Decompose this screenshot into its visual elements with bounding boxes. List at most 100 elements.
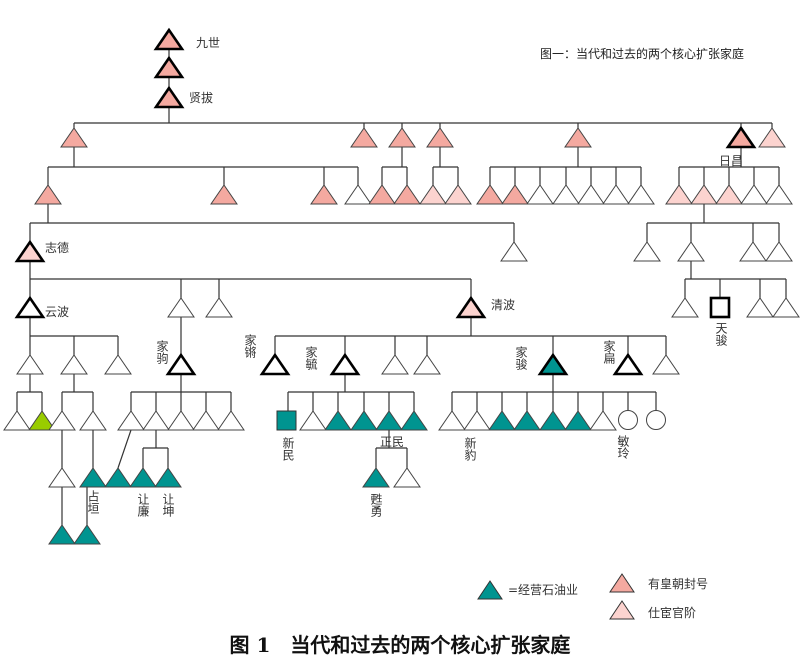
label-jiaju: 家驹	[155, 339, 169, 365]
male-node-icon	[324, 410, 352, 431]
label-jiaqiang: 家锵	[243, 333, 257, 358]
male-node-icon	[48, 410, 76, 431]
male-node-icon	[362, 467, 390, 488]
label-qingbo: 清波	[491, 298, 515, 312]
male-node-icon	[740, 184, 768, 205]
label-minling: 敏玲	[616, 434, 630, 460]
male-node-icon	[765, 241, 793, 262]
legend-imperial-triangle	[609, 573, 635, 593]
label-jiabian: 家扁	[602, 339, 616, 364]
male-node-icon	[501, 184, 529, 205]
male-node-icon	[564, 127, 592, 148]
figure-caption: 图 1 当代和过去的两个核心扩张家庭	[230, 633, 571, 657]
label-rangkun: 让坤	[161, 493, 175, 517]
male-node-icon	[368, 184, 396, 205]
male-node-icon	[715, 184, 743, 205]
legend-oil-label: =经营石油业	[508, 583, 578, 597]
male-node-icon	[165, 352, 197, 376]
male-node-icon	[539, 410, 567, 431]
male-node-icon	[79, 410, 107, 431]
male-node-icon	[739, 241, 767, 262]
male-node-icon	[60, 127, 88, 148]
label-yunbo: 云波	[45, 305, 69, 319]
label-zhide: 志德	[45, 240, 69, 255]
male-node-icon	[589, 410, 617, 431]
male-node-icon	[552, 184, 580, 205]
male-node-icon	[772, 297, 800, 318]
male-node-icon	[79, 467, 107, 488]
male-node-icon	[16, 354, 44, 375]
male-node-icon	[14, 239, 46, 263]
kin-line	[117, 429, 132, 469]
male-node-icon	[381, 354, 409, 375]
male-node-icon	[60, 354, 88, 375]
male-node-icon	[577, 184, 605, 205]
male-node-icon	[73, 524, 101, 545]
male-node-icon	[205, 297, 233, 318]
male-node-icon	[513, 410, 541, 431]
label-xinbao: 新豹	[463, 436, 477, 461]
male-node-icon	[153, 27, 185, 51]
male-node-icon	[129, 467, 157, 488]
male-node-icon	[154, 467, 182, 488]
male-node-icon	[633, 241, 661, 262]
label-tianjun: 天骏	[714, 322, 728, 347]
label-xianba: 贤拔	[189, 90, 213, 105]
legend: =经营石油业 有皇朝封号 仕宦官阶	[477, 573, 708, 620]
male-node-icon	[299, 410, 327, 431]
male-node-icon	[476, 184, 504, 205]
male-node-icon	[375, 410, 403, 431]
legend-official-triangle	[609, 600, 635, 620]
male-node-icon	[3, 410, 31, 431]
label-zhanyuan: 占垣	[86, 489, 100, 514]
label-suyong: 甦勇	[369, 493, 383, 517]
male-node-icon	[612, 352, 644, 376]
male-node-icon	[350, 410, 378, 431]
male-node-icon	[677, 241, 705, 262]
female-node-icon	[646, 410, 666, 430]
male-node-icon	[671, 297, 699, 318]
male-node-icon	[500, 241, 528, 262]
male-node-icon	[259, 352, 291, 376]
figure-title: 图一：当代和过去的两个核心扩张家庭	[540, 46, 744, 61]
male-node-icon	[393, 184, 421, 205]
legend-imperial-label: 有皇朝封号	[648, 577, 708, 591]
male-node-icon	[564, 410, 592, 431]
male-node-icon	[413, 354, 441, 375]
male-node-icon	[438, 410, 466, 431]
label-jiushi: 九世	[196, 36, 220, 50]
label-xinmin: 新民	[281, 436, 295, 462]
male-node-icon	[725, 125, 757, 149]
male-node-icon	[344, 184, 372, 205]
label-jiajun: 家骏	[514, 345, 528, 371]
male-node-icon	[444, 184, 472, 205]
male-node-icon	[104, 354, 132, 375]
male-node-icon	[350, 127, 378, 148]
label-richang: 日昌	[719, 154, 743, 168]
male-node-icon	[34, 184, 62, 205]
male-node-icon	[665, 184, 693, 205]
male-node-icon	[652, 354, 680, 375]
male-node-icon	[400, 410, 428, 431]
legend-oil-triangle	[477, 580, 503, 600]
label-jiayu: 家毓	[304, 345, 318, 370]
kinship-nodes	[3, 27, 800, 545]
male-node-icon	[210, 184, 238, 205]
male-node-icon	[488, 410, 516, 431]
male-node-icon	[455, 295, 487, 319]
male-node-icon	[14, 295, 46, 319]
male-node-icon	[426, 127, 454, 148]
male-node-icon	[526, 184, 554, 205]
male-node-icon	[192, 410, 220, 431]
male-node-icon	[393, 467, 421, 488]
male-node-icon	[104, 467, 132, 488]
legend-official-label: 仕宦官阶	[648, 605, 696, 620]
male-node-icon	[329, 352, 361, 376]
male-node-icon	[388, 127, 416, 148]
male-node-icon	[758, 127, 786, 148]
male-node-icon	[419, 184, 447, 205]
male-node-icon	[48, 524, 76, 545]
male-node-icon	[167, 410, 195, 431]
kinship-lines	[16, 49, 787, 525]
